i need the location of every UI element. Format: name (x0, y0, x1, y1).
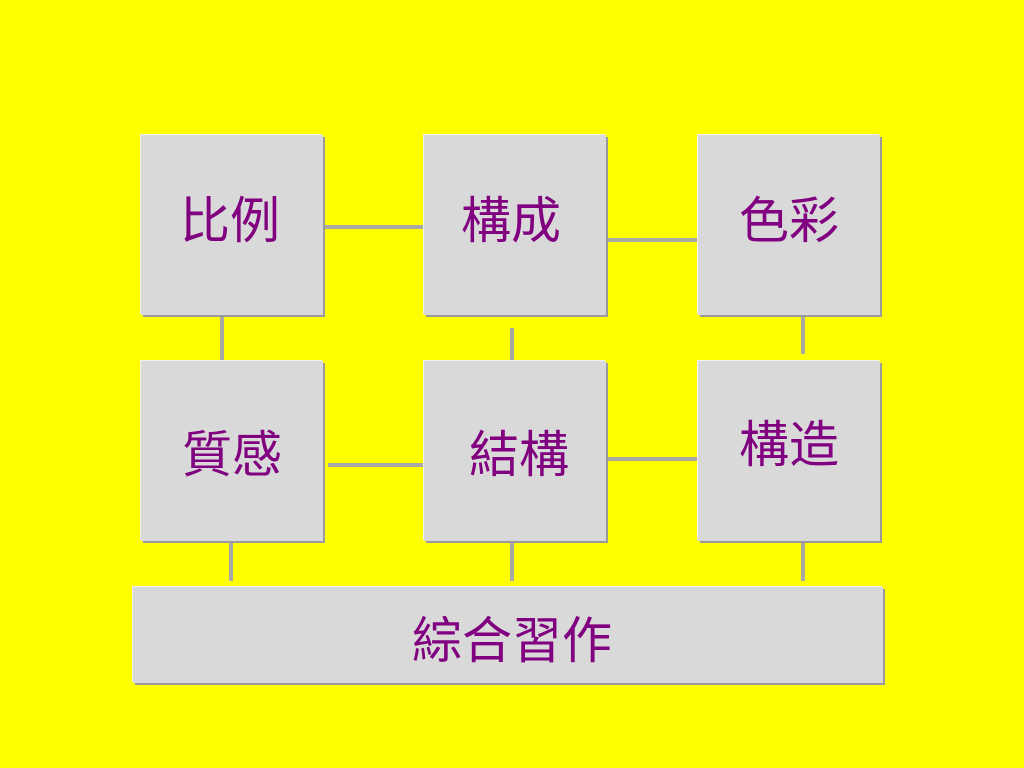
node-composition: 構成 (424, 135, 606, 315)
node-label: 色彩 (739, 192, 839, 250)
node-texture: 質感 (141, 361, 323, 541)
node-label: 構造 (739, 416, 839, 474)
node-comprehensive-exercise: 綜合習作 (133, 587, 883, 683)
node-structure: 結構 (424, 361, 606, 541)
connector-proportion-composition (323, 225, 424, 229)
connector-construction-comprehensive (801, 537, 805, 581)
node-label: 構成 (461, 192, 561, 250)
connector-color-construction (801, 312, 805, 354)
connector-texture-structure (328, 463, 426, 467)
node-proportion: 比例 (141, 135, 323, 315)
connector-proportion-texture (220, 317, 224, 362)
node-label: 綜合習作 (412, 612, 612, 670)
node-label: 比例 (180, 192, 280, 250)
connector-structure-construction (602, 457, 701, 461)
node-label: 結構 (469, 426, 569, 484)
node-label: 質感 (182, 426, 282, 484)
connector-composition-structure (510, 328, 514, 371)
node-construction: 構造 (698, 361, 880, 541)
connector-composition-color (606, 238, 701, 242)
connector-structure-comprehensive (510, 537, 514, 581)
connector-texture-comprehensive (229, 537, 233, 581)
node-color: 色彩 (698, 135, 880, 315)
